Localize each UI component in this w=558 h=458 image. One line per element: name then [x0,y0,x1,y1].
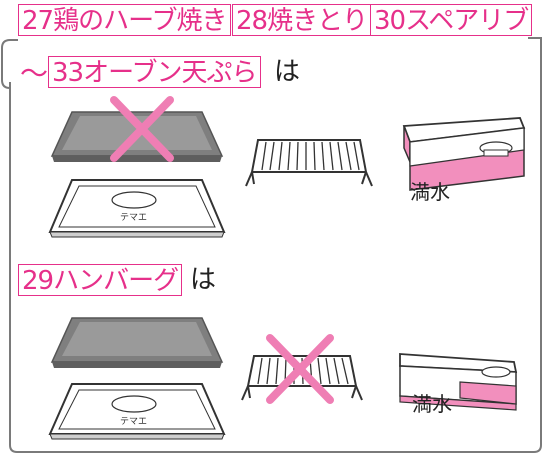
full-water-label-2: 満水 [412,392,452,416]
recipe-tag-4: 33オーブン天ぷら [48,56,261,88]
tray-label-2: テマエ [120,417,148,427]
particle-ha-2: は [190,265,217,295]
white-tray-icon-2 [48,383,226,440]
recipe-tag-2: 28焼きとり [232,4,372,36]
recipe-tag-1: 27鶏のハーブ焼き [18,4,231,36]
panel-frame-left-bracket [1,39,18,89]
panel-frame [9,37,542,453]
water-tank-icon [402,117,526,191]
not-used-cross-icon [110,96,174,162]
not-used-cross-icon-2 [266,334,334,404]
tilde-mark: 〜 [20,57,49,90]
particle-ha-1: は [274,57,301,87]
wire-rack-icon [245,139,373,187]
white-tray-icon [48,179,226,238]
water-tank-icon-2 [399,353,518,411]
full-water-label-1: 満水 [410,180,450,204]
gray-tray-icon-2 [50,317,224,368]
recipe-tag-5: 29ハンバーグ [18,264,183,296]
recipe-tag-3: 30スペアリブ [370,4,533,36]
tray-label-1: テマエ [120,213,148,223]
